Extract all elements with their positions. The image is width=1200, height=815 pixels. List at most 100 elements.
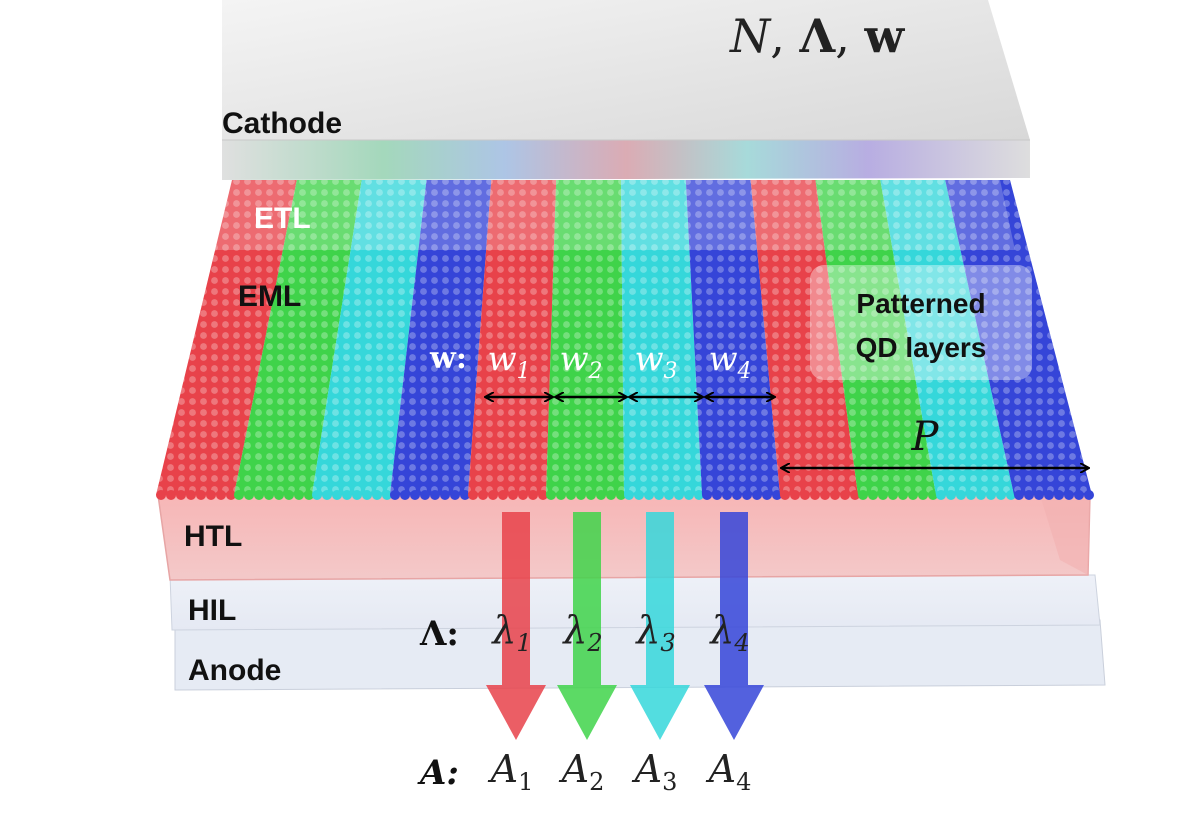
layer-label-hil: HIL: [188, 594, 236, 627]
qd-bead: [878, 490, 888, 500]
emission-arrow: [486, 512, 546, 740]
qd-bead: [996, 490, 1006, 500]
eml-stripes: [156, 180, 1094, 500]
qd-bead: [928, 490, 938, 500]
emission-arrows: [486, 512, 764, 740]
qd-bead: [810, 490, 820, 500]
qd-bead: [576, 490, 586, 500]
qd-bead: [1084, 490, 1094, 500]
amplitude-prefix: A:: [417, 753, 459, 793]
qd-bead: [312, 490, 322, 500]
callout-line-1: Patterned: [856, 288, 985, 319]
qd-bead: [936, 490, 946, 500]
qd-bead: [820, 490, 830, 500]
qd-bead: [518, 490, 528, 500]
qd-bead: [254, 490, 264, 500]
qd-bead: [898, 490, 908, 500]
width-label: w4: [708, 339, 751, 384]
qd-bead: [216, 490, 226, 500]
qd-bead: [732, 490, 742, 500]
qd-bead: [790, 490, 800, 500]
qd-bead: [674, 490, 684, 500]
qd-bead: [752, 490, 762, 500]
qd-bead: [1034, 490, 1044, 500]
qd-dot-texture: [312, 180, 427, 495]
qd-bead: [966, 490, 976, 500]
qd-bead: [362, 490, 372, 500]
layer-label-cathode: Cathode: [222, 107, 342, 140]
qd-bead: [908, 490, 918, 500]
htl-layer: [157, 494, 1091, 581]
qd-bead: [546, 490, 556, 500]
cathode-layer: [222, 0, 1030, 180]
qd-bead: [742, 490, 752, 500]
callout-line-2: QD layers: [856, 332, 987, 363]
qd-bead: [654, 490, 664, 500]
wavelength-prefix: Λ:: [419, 614, 459, 654]
layer-label-etl: ETL: [254, 202, 311, 235]
qd-bead: [244, 490, 254, 500]
qd-bead: [528, 490, 538, 500]
qd-bead: [166, 490, 176, 500]
emission-arrow: [704, 512, 764, 740]
qd-bead: [694, 490, 704, 500]
qd-bead: [888, 490, 898, 500]
qd-bead: [596, 490, 606, 500]
qd-bead: [840, 490, 850, 500]
qd-bead: [1044, 490, 1054, 500]
qd-bead: [450, 490, 460, 500]
qd-bead: [332, 490, 342, 500]
qd-bead: [390, 490, 400, 500]
qd-dot-texture: [234, 180, 362, 495]
qd-bead: [780, 490, 790, 500]
qd-bead: [176, 490, 186, 500]
qd-bead: [850, 490, 860, 500]
qd-bead: [372, 490, 382, 500]
qd-bead: [1054, 490, 1064, 500]
period-annotation: P: [782, 414, 1088, 468]
qd-bead: [284, 490, 294, 500]
qd-bead: [566, 490, 576, 500]
qd-bead: [352, 490, 362, 500]
qd-dot-texture: [156, 180, 297, 495]
qd-dot-texture: [468, 180, 557, 495]
width-label: w3: [634, 339, 677, 384]
qd-bead: [634, 490, 644, 500]
qd-bead: [664, 490, 674, 500]
qd-bead: [156, 490, 166, 500]
qd-bead: [556, 490, 566, 500]
qd-bead: [858, 490, 868, 500]
qd-bead: [772, 490, 782, 500]
qd-bead: [342, 490, 352, 500]
qd-dot-texture: [880, 180, 1014, 495]
qd-bead: [946, 490, 956, 500]
qd-bead: [382, 490, 392, 500]
qd-bead: [586, 490, 596, 500]
qd-bead: [702, 490, 712, 500]
qd-dot-texture: [546, 180, 624, 495]
width-prefix: w:: [429, 341, 467, 376]
qd-bead: [508, 490, 518, 500]
etl-layer: [205, 180, 1015, 250]
qd-bead: [1014, 490, 1024, 500]
qd-bead: [830, 490, 840, 500]
qd-bead: [196, 490, 206, 500]
qd-bead: [800, 490, 810, 500]
qd-bead: [186, 490, 196, 500]
wavelength-label: λ1: [490, 608, 531, 657]
qd-bead: [498, 490, 508, 500]
qd-bead: [918, 490, 928, 500]
qd-bead: [616, 490, 626, 500]
qd-bead: [322, 490, 332, 500]
qd-bead: [1064, 490, 1074, 500]
qd-bead: [624, 490, 634, 500]
emission-arrow: [557, 512, 617, 740]
qd-bead: [460, 490, 470, 500]
qd-bead: [478, 490, 488, 500]
qd-bead: [956, 490, 966, 500]
amplitude-label: A3: [632, 747, 678, 796]
qd-dot-texture: [750, 180, 858, 495]
params-label: N, Λ, w: [729, 9, 905, 63]
